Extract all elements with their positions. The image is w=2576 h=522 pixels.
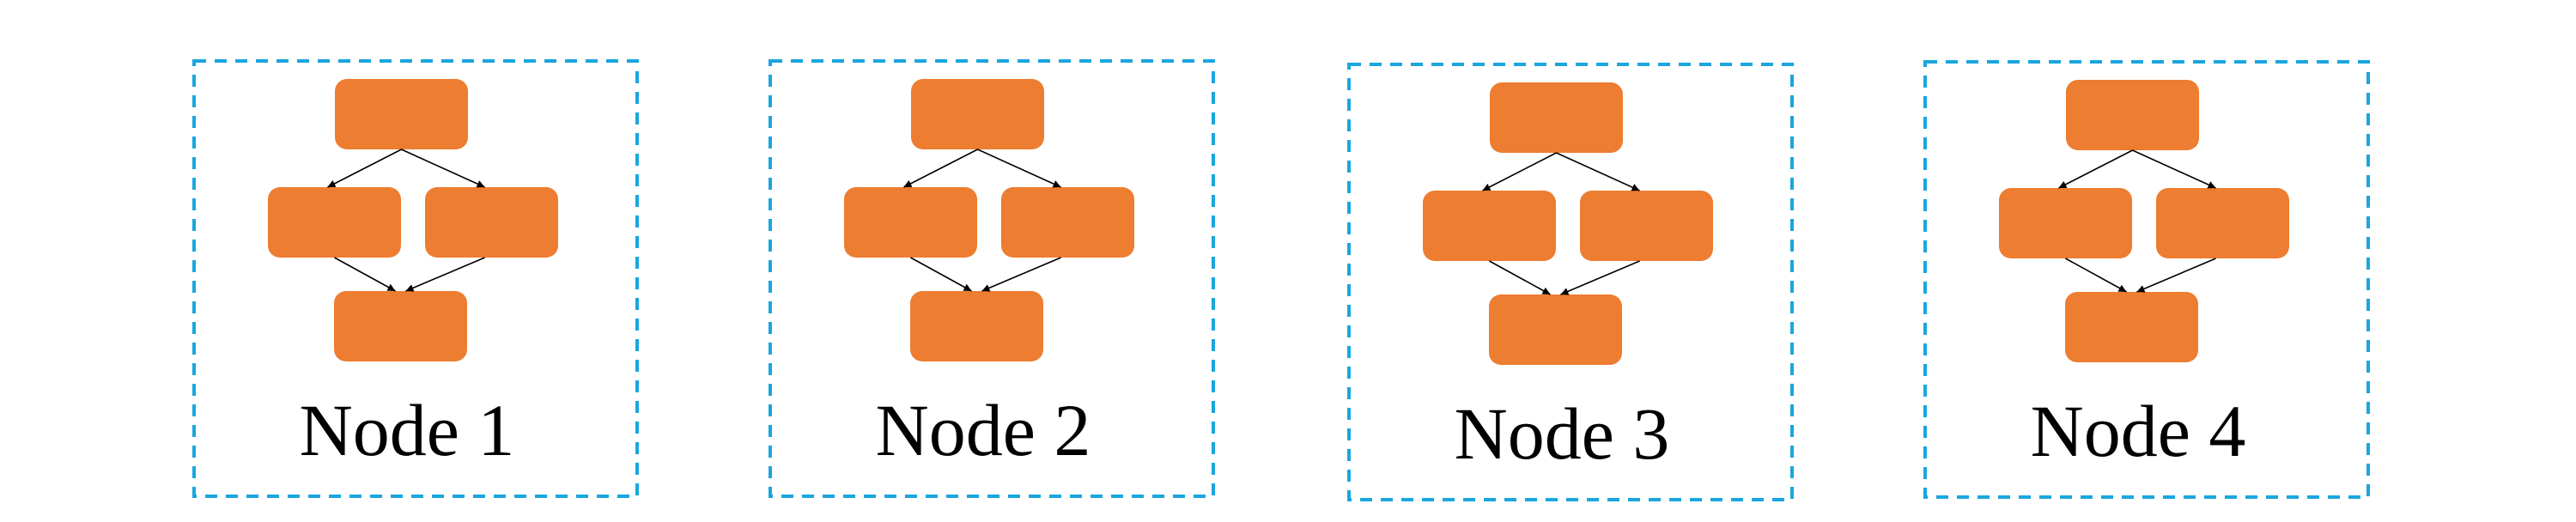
- node-group-1: Node 1: [192, 59, 639, 498]
- edge-top-to-left: [2058, 149, 2133, 189]
- edge-left-to-bottom: [1489, 260, 1551, 295]
- edge-top-to-right: [977, 149, 1061, 188]
- bottom-block: [1489, 294, 1622, 365]
- edge-top-to-right: [401, 149, 485, 188]
- edge-top-to-left: [327, 149, 402, 188]
- top-block: [1490, 82, 1623, 153]
- middle-left-block: [844, 187, 977, 258]
- middle-right-block: [425, 187, 558, 258]
- top-block: [2066, 80, 2199, 150]
- middle-left-block: [1423, 191, 1556, 261]
- node-label: Node 4: [2031, 390, 2246, 472]
- edge-right-to-bottom: [405, 257, 485, 292]
- dashed-node-border: [1347, 63, 1794, 501]
- edge-top-to-right: [1556, 152, 1640, 191]
- middle-right-block: [1001, 187, 1134, 258]
- bottom-block: [334, 291, 467, 361]
- top-block: [335, 79, 468, 149]
- middle-left-block: [1999, 188, 2132, 258]
- edge-left-to-bottom: [2065, 258, 2127, 293]
- node-group-4: Node 4: [1923, 60, 2370, 499]
- node-label: Node 2: [876, 389, 1091, 471]
- edge-left-to-bottom: [334, 257, 396, 292]
- middle-right-block: [1580, 191, 1713, 261]
- edge-top-to-left: [903, 149, 978, 188]
- top-block: [911, 79, 1044, 149]
- edge-right-to-bottom: [1560, 260, 1640, 295]
- edge-right-to-bottom: [2136, 258, 2216, 293]
- node-group-3: Node 3: [1347, 63, 1794, 501]
- node-label: Node 1: [300, 389, 515, 471]
- bottom-block: [2065, 292, 2198, 362]
- edge-top-to-right: [2132, 149, 2216, 189]
- edge-top-to-left: [1482, 152, 1557, 191]
- middle-right-block: [2156, 188, 2289, 258]
- edge-left-to-bottom: [910, 257, 972, 292]
- node-group-2: Node 2: [769, 59, 1215, 498]
- dashed-node-border: [192, 59, 639, 498]
- dashed-node-border: [1923, 60, 2370, 499]
- dashed-node-border: [769, 59, 1215, 498]
- node-label: Node 3: [1455, 392, 1670, 475]
- middle-left-block: [268, 187, 401, 258]
- edge-right-to-bottom: [981, 257, 1061, 292]
- bottom-block: [910, 291, 1043, 361]
